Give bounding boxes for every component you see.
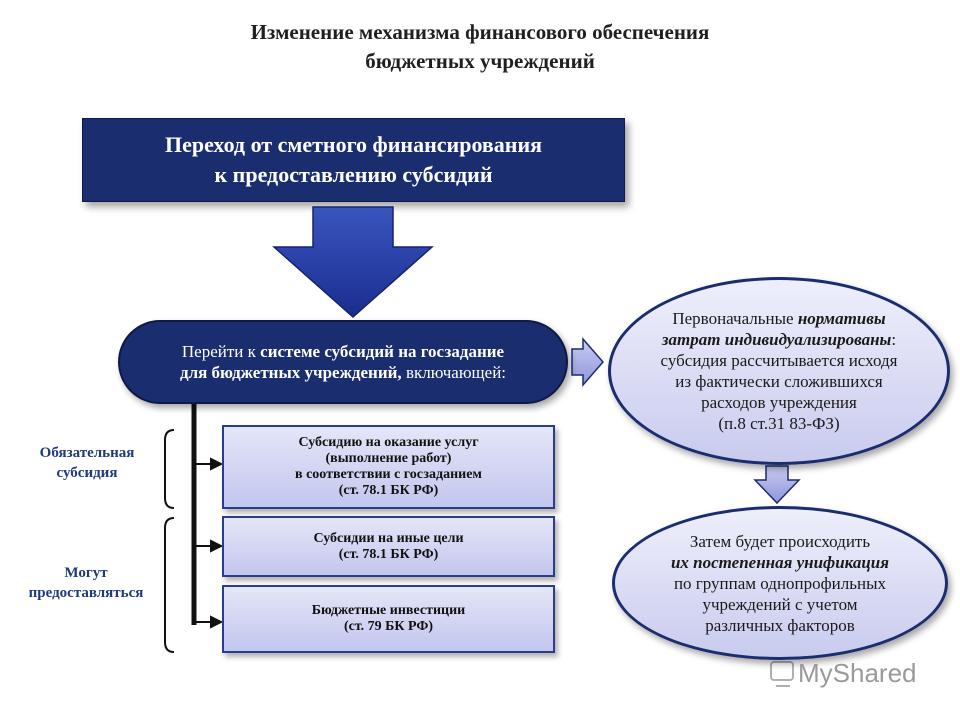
transition-box: Переход от сметного финансирования к пре… (82, 118, 625, 202)
oval-line: расходов учреждения (701, 393, 857, 412)
label-line: субсидия (56, 465, 118, 481)
oval-line: затрат индивидуализированы: (611, 329, 947, 350)
oval-line: из фактически сложившихся (675, 372, 883, 391)
oval-unification: Затем будет происходить их постепенная у… (612, 506, 948, 660)
subsidy-line: (ст. 78.1 БК РФ) (338, 483, 439, 498)
pill-emphasis: для бюджетных учреждений, (179, 363, 402, 382)
pill-line-2: для бюджетных учреждений, включающей: (120, 362, 566, 383)
oval-text: Первоначальные (672, 309, 798, 328)
title-line-2: бюджетных учреждений (365, 49, 595, 73)
label-mandatory-subsidy: Обязательная субсидия (12, 443, 162, 483)
watermark: MyShared (798, 658, 917, 688)
oval-line: по группам однопрофильных (673, 573, 887, 593)
oval-line: их постепенная унификация (615, 552, 945, 573)
oval-text: : (891, 330, 897, 349)
brace-optional (164, 517, 175, 653)
oval-emphasis: затрат индивидуализированы (661, 330, 892, 349)
label-optional: Могут предоставляться (10, 563, 162, 603)
subsidy-system-pill: Перейти к системе субсидий на госзадание… (118, 320, 568, 404)
oval-line: субсидия рассчитывается исходя (660, 351, 898, 370)
right-arrow (571, 336, 604, 388)
branch-arrows (194, 457, 224, 629)
label-line: Обязательная (39, 445, 135, 461)
watermark-logo-icon (770, 661, 794, 687)
oval-line: Затем будет происходить (689, 531, 871, 551)
label-line: предоставляться (28, 585, 144, 601)
pill-emphasis: системе субсидий на госзадание (260, 342, 505, 361)
small-down-arrow (753, 465, 801, 505)
title-line-1: Изменение механизма финансового обеспече… (250, 20, 710, 44)
subsidy-line: в соответствии с госзаданием (295, 467, 482, 482)
subsidy-line: (ст. 79 БК РФ) (343, 619, 434, 634)
transition-line-1: Переход от сметного финансирования (164, 132, 543, 157)
oval-line: (п.8 ст.31 83-ФЗ) (718, 414, 840, 433)
subsidy-box-services: Субсидию на оказание услуг (выполнение р… (222, 425, 555, 509)
subsidy-line: Субсидии на иные цели (313, 530, 464, 546)
oval-emphasis: нормативы (797, 309, 886, 328)
brace-mandatory (164, 429, 175, 509)
oval-initial-norms: Первоначальные нормативы затрат индивиду… (608, 277, 950, 465)
transition-line-2: к предоставлению субсидий (214, 162, 493, 187)
pill-text: включающей: (401, 363, 507, 382)
big-down-arrow (272, 206, 434, 319)
subsidy-line: Бюджетные инвестиции (311, 603, 466, 618)
page-title: Изменение механизма финансового обеспече… (0, 18, 960, 76)
oval-line: Первоначальные нормативы (611, 308, 947, 329)
oval-line: учреждений с учетом (702, 594, 858, 614)
pill-line-1: Перейти к системе субсидий на госзадание (120, 341, 566, 362)
oval-line: различных факторов (705, 615, 855, 635)
subsidy-box-investments: Бюджетные инвестиции (ст. 79 БК РФ) (222, 585, 555, 653)
pill-text: Перейти к (181, 342, 261, 361)
subsidy-box-other: Субсидии на иные цели (ст. 78.1 БК РФ) (222, 516, 555, 577)
subsidy-line: Субсидию на оказание услуг (298, 435, 479, 450)
subsidy-line: (выполнение работ) (325, 451, 452, 466)
label-line: Могут (64, 565, 108, 581)
subsidy-line: (ст. 78.1 БК РФ) (338, 546, 439, 562)
oval-emphasis: их постепенная унификация (670, 552, 890, 572)
